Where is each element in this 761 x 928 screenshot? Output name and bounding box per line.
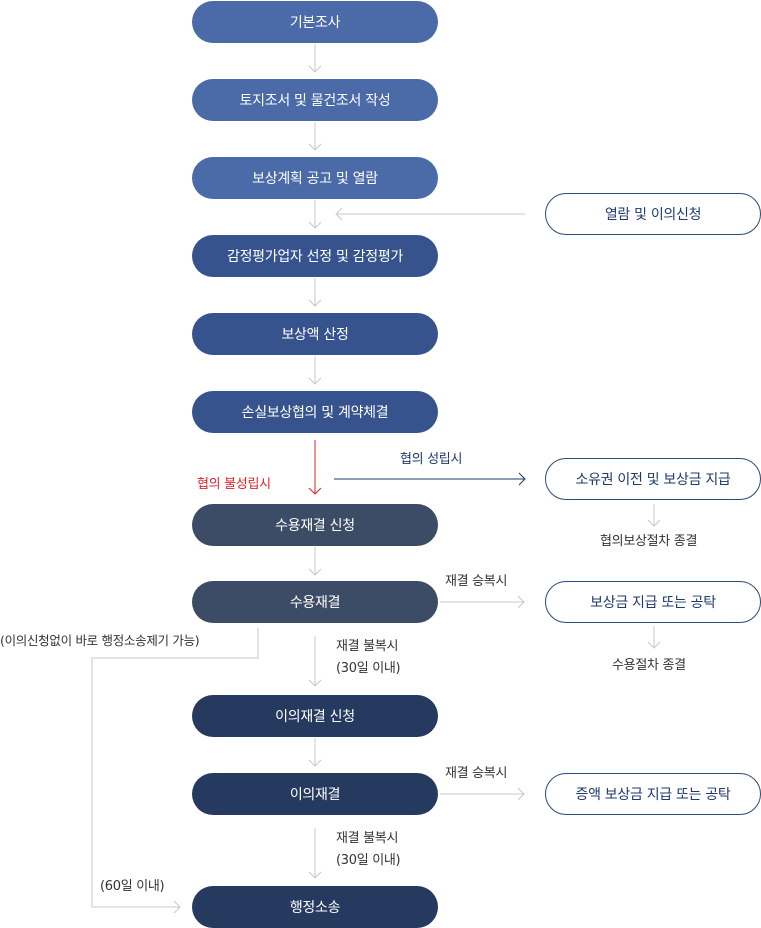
connector-4-5	[308, 278, 322, 307]
label-reject-1b: (30일 이내)	[336, 661, 401, 676]
connector-8-9	[308, 636, 322, 687]
connector-1-2	[308, 44, 322, 73]
step-expropriation-decision: 수용재결	[192, 581, 438, 623]
side-increase: 증액 보상금 지급 또는 공탁	[545, 773, 761, 815]
connector-accept-1	[440, 595, 525, 609]
label-reject-2a: 재결 불복시	[336, 831, 399, 846]
side-objection: 열람 및 이의신청	[545, 193, 761, 235]
label-accept-1: 재결 승복시	[445, 574, 508, 589]
step-land-survey: 토지조서 및 물건조서 작성	[192, 79, 438, 121]
label-reject-2b: (30일 이내)	[336, 853, 401, 868]
connector-5-6	[308, 356, 322, 385]
label-agree-end: 협의보상절차 종결	[600, 534, 698, 549]
step-public-notice: 보상계획 공고 및 열람	[192, 157, 438, 199]
connector-3-4	[308, 200, 322, 229]
label-agree: 협의 성립시	[400, 452, 463, 467]
connector-agree-end	[647, 504, 661, 527]
step-appraisal: 감정평가업자 선정 및 감정평가	[192, 235, 438, 277]
step-administrative-suit: 행정소송	[192, 886, 438, 928]
label-direct-suit: (이의신청없이 바로 행정소송제기 가능)	[0, 633, 200, 648]
side-payment: 보상금 지급 또는 공탁	[545, 581, 761, 623]
connector-payment-end	[647, 626, 661, 649]
connector-accept-2	[440, 787, 525, 801]
label-expropriation-end: 수용절차 종결	[612, 658, 686, 673]
connector-agree	[334, 472, 526, 486]
connector-10-11	[308, 828, 322, 879]
step-objection-request: 이의재결 신청	[192, 695, 438, 737]
step-compensation-calc: 보상액 산정	[192, 313, 438, 355]
step-negotiation: 손실보상협의 및 계약체결	[192, 391, 438, 433]
connector-objection	[335, 207, 525, 221]
connector-9-10	[308, 738, 322, 767]
step-basic-survey: 기본조사	[192, 1, 438, 43]
step-expropriation-request: 수용재결 신청	[192, 504, 438, 546]
connector-bypass	[91, 628, 259, 914]
label-accept-2: 재결 승복시	[445, 766, 508, 781]
connector-disagree	[308, 440, 322, 495]
label-within-60: (60일 이내)	[100, 879, 165, 894]
connector-7-8	[308, 547, 322, 576]
label-disagree: 협의 불성립시	[197, 477, 271, 492]
label-reject-1a: 재결 불복시	[336, 639, 399, 654]
side-transfer: 소유권 이전 및 보상금 지급	[545, 458, 761, 500]
connector-2-3	[308, 122, 322, 151]
step-objection-decision: 이의재결	[192, 773, 438, 815]
